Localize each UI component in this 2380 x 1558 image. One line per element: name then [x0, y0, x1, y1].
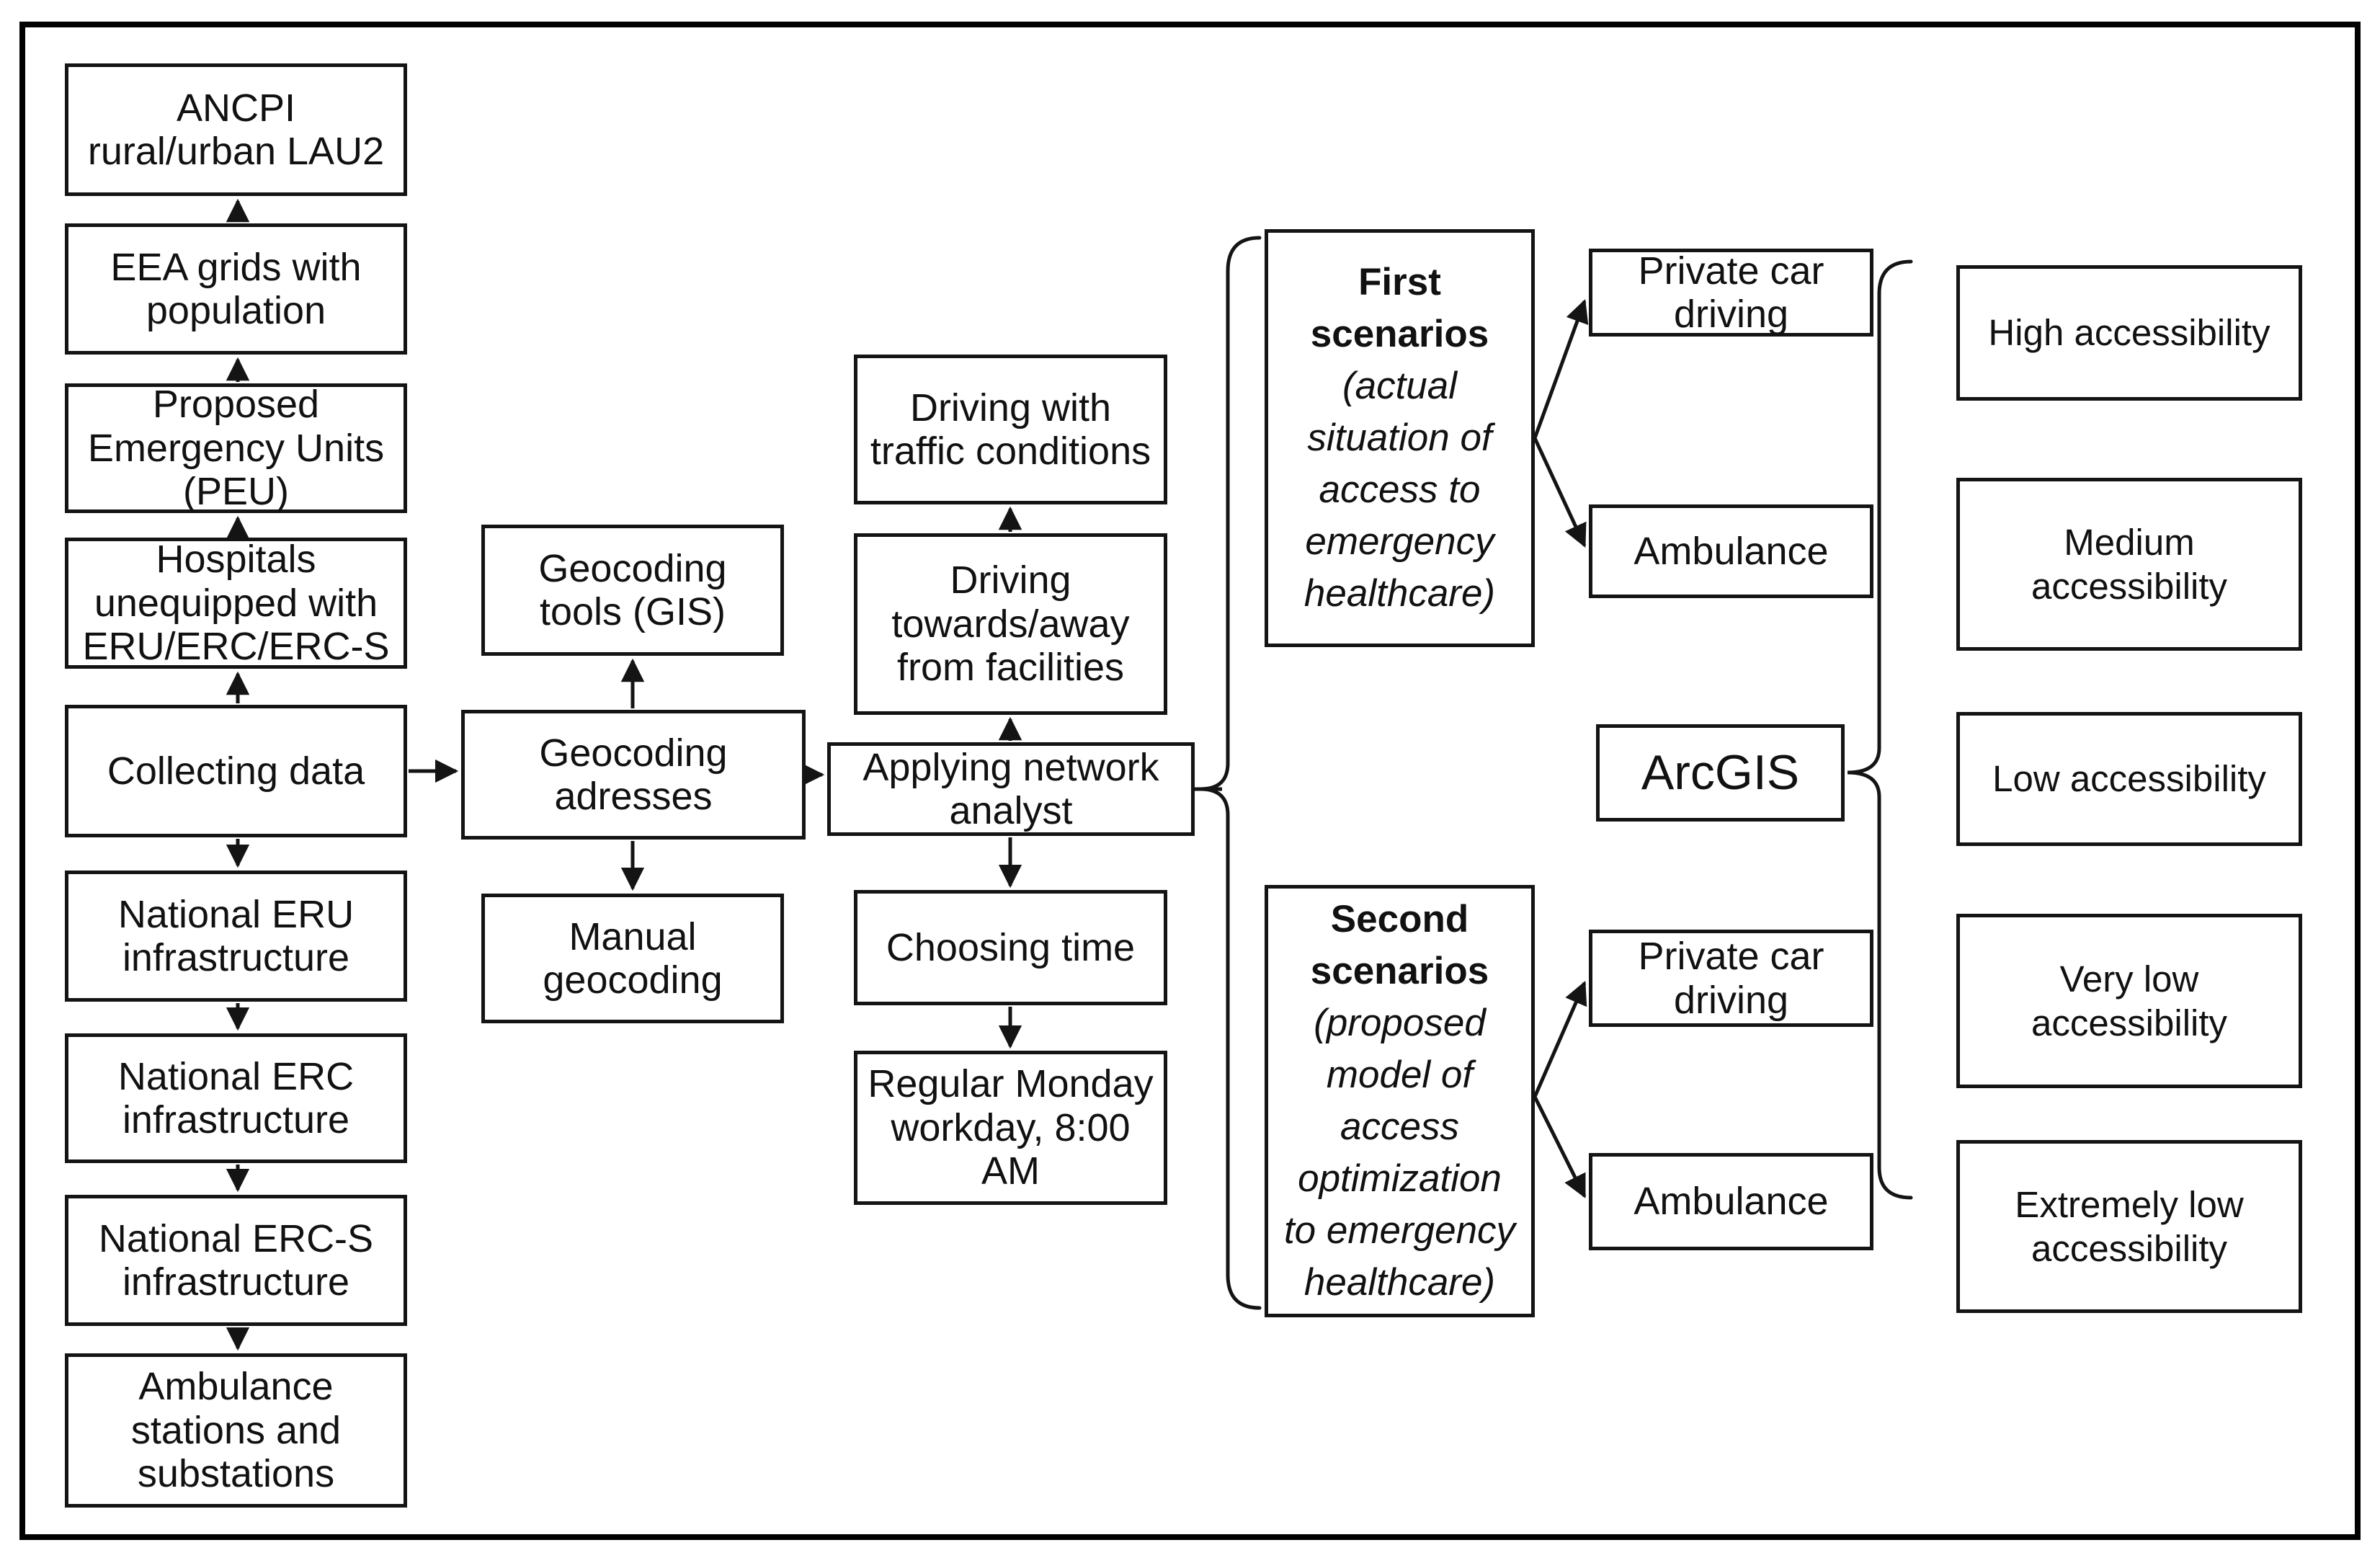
first-scenarios-title: First scenarios: [1310, 260, 1489, 355]
arrow-first-to-private-car-1: [1533, 298, 1589, 439]
node-private-car-driving-1: Private car driving: [1589, 249, 1873, 337]
arrow-second-to-private-car-2: [1533, 981, 1587, 1098]
node-ancpi-lau2: ANCPI rural/urban LAU2: [65, 63, 407, 196]
node-first-scenarios: First scenarios (actual situation of acc…: [1265, 229, 1535, 647]
node-geocoding-tools: Geocoding tools (GIS): [481, 525, 784, 656]
node-national-erc-s: National ERC-S infrastructure: [65, 1195, 407, 1326]
node-hospitals-unequipped: Hospitals unequipped with ERU/ERC/ERC-S: [65, 538, 407, 669]
node-medium-accessibility: Medium accessibility: [1956, 478, 2302, 651]
node-driving-towards-away: Driving towards/away from facilities: [854, 533, 1167, 715]
node-second-scenarios: Second scenarios (proposed model of acce…: [1265, 885, 1535, 1317]
node-national-eru: National ERU infrastructure: [65, 871, 407, 1002]
node-geocoding-adresses: Geocoding adresses: [461, 710, 806, 840]
node-collecting-data: Collecting data: [65, 705, 407, 837]
node-very-low-accessibility: Very low accessibility: [1956, 914, 2302, 1088]
first-scenarios-subtitle: (actual situation of access to emergency…: [1303, 364, 1496, 615]
node-manual-geocoding: Manual geocoding: [481, 894, 784, 1023]
arrow-second-to-ambulance-2: [1533, 1095, 1587, 1198]
node-driving-traffic-conditions: Driving with traffic conditions: [854, 355, 1167, 504]
node-arcgis: ArcGIS: [1596, 724, 1845, 822]
second-scenarios-subtitle: (proposed model of access optimization t…: [1283, 1001, 1516, 1304]
node-private-car-driving-2: Private car driving: [1589, 930, 1873, 1027]
node-national-erc: National ERC infrastructure: [65, 1033, 407, 1163]
node-ambulance-1: Ambulance: [1589, 504, 1873, 598]
diagram-border: [19, 22, 2361, 1540]
node-ambulance-2: Ambulance: [1589, 1153, 1873, 1250]
arrow-first-to-ambulance-1: [1533, 437, 1587, 548]
node-proposed-emergency-units: Proposed Emergency Units (PEU): [65, 383, 407, 513]
node-eea-grids: EEA grids with population: [65, 223, 407, 355]
node-regular-monday-workday: Regular Monday workday, 8:00 AM: [854, 1051, 1167, 1205]
second-scenarios-title: Second scenarios: [1310, 897, 1489, 992]
node-extremely-low-accessibility: Extremely low accessibility: [1956, 1140, 2302, 1313]
node-choosing-time: Choosing time: [854, 890, 1167, 1005]
scenarios-brace: [1200, 236, 1262, 1310]
node-applying-network-analyst: Applying network analyst: [827, 742, 1195, 836]
accessibility-brace: [1847, 259, 1913, 1200]
node-high-accessibility: High accessibility: [1956, 265, 2302, 401]
node-low-accessibility: Low accessibility: [1956, 712, 2302, 846]
node-ambulance-stations: Ambulance stations and substations: [65, 1353, 407, 1508]
